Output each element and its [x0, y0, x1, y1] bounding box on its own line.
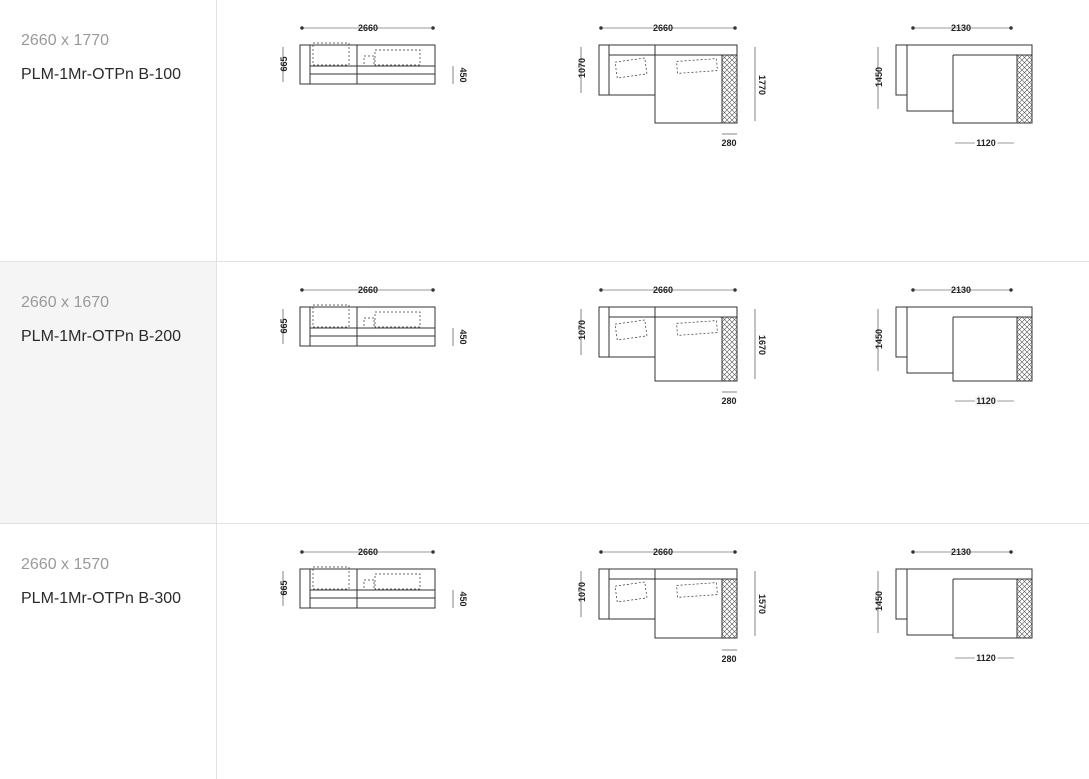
- module-view-drawing: [877, 550, 1033, 659]
- module-depth-label: 1450: [874, 67, 884, 87]
- plan-module-label: 280: [721, 654, 736, 664]
- drawings-area: 2660 665 450 2660: [217, 524, 1089, 779]
- plan-left-depth-label: 1070: [577, 582, 587, 602]
- module-view-drawing: [877, 288, 1033, 402]
- product-row: 2660 x 1570 PLM-1Mr-OTPn B-300: [0, 524, 1089, 779]
- module-width-label: 2130: [951, 23, 971, 33]
- product-info: 2660 x 1670 PLM-1Mr-OTPn B-200: [0, 262, 217, 523]
- product-size: 2660 x 1570: [21, 556, 110, 573]
- plan-width-label: 2660: [653, 23, 673, 33]
- plan-width-label: 2660: [653, 547, 673, 557]
- plan-module-label: 280: [721, 396, 736, 406]
- technical-drawings: 2660 665 450 2660: [279, 285, 1033, 408]
- technical-drawings: 2660 665 450 2660: [279, 547, 1033, 665]
- plan-right-depth-label: 1570: [757, 594, 767, 614]
- side-view-drawing: [282, 26, 454, 85]
- side-seat-label: 450: [458, 591, 468, 606]
- side-width-label: 2660: [358, 547, 378, 557]
- side-seat-label: 450: [458, 329, 468, 344]
- plan-right-depth-label: 1670: [757, 335, 767, 355]
- side-height-label: 665: [279, 580, 289, 595]
- module-depth-label: 1450: [874, 329, 884, 349]
- plan-view-drawing: [580, 288, 756, 393]
- product-code: PLM-1Mr-OTPn B-100: [21, 66, 182, 83]
- product-row: 2660 x 1770 PLM-1Mr-OTPn B-100: [0, 0, 1089, 262]
- side-height-label: 665: [279, 56, 289, 71]
- product-info: 2660 x 1770 PLM-1Mr-OTPn B-100: [0, 0, 217, 261]
- module-view-drawing: [877, 26, 1033, 144]
- plan-width-label: 2660: [653, 285, 673, 295]
- plan-view-drawing: [580, 26, 756, 135]
- module-width-label: 2130: [951, 285, 971, 295]
- module-depth-label: 1450: [874, 591, 884, 611]
- side-view-drawing: [282, 550, 454, 609]
- drawings-area: 2660 665 450 2660: [217, 262, 1089, 523]
- plan-left-depth-label: 1070: [577, 58, 587, 78]
- product-row: 2660 x 1670 PLM-1Mr-OTPn B-200: [0, 262, 1089, 524]
- product-code: PLM-1Mr-OTPn B-200: [21, 328, 182, 345]
- module-width-label: 2130: [951, 547, 971, 557]
- product-code: PLM-1Mr-OTPn B-300: [21, 590, 182, 607]
- plan-view-drawing: [580, 550, 756, 651]
- drawings-area: 2660 665 450 266: [217, 0, 1089, 261]
- plan-module-label: 280: [721, 138, 736, 148]
- module-chaise-label: 1120: [976, 653, 996, 663]
- side-view-drawing: [282, 288, 454, 347]
- product-size: 2660 x 1670: [21, 294, 110, 311]
- side-width-label: 2660: [358, 285, 378, 295]
- product-size: 2660 x 1770: [21, 32, 110, 49]
- technical-drawings: 2660 665 450 266: [279, 23, 1033, 150]
- module-chaise-label: 1120: [976, 396, 996, 406]
- plan-left-depth-label: 1070: [577, 320, 587, 340]
- product-info: 2660 x 1570 PLM-1Mr-OTPn B-300: [0, 524, 217, 779]
- side-height-label: 665: [279, 318, 289, 333]
- module-chaise-label: 1120: [976, 138, 996, 148]
- side-width-label: 2660: [358, 23, 378, 33]
- plan-right-depth-label: 1770: [757, 75, 767, 95]
- side-seat-label: 450: [458, 67, 468, 82]
